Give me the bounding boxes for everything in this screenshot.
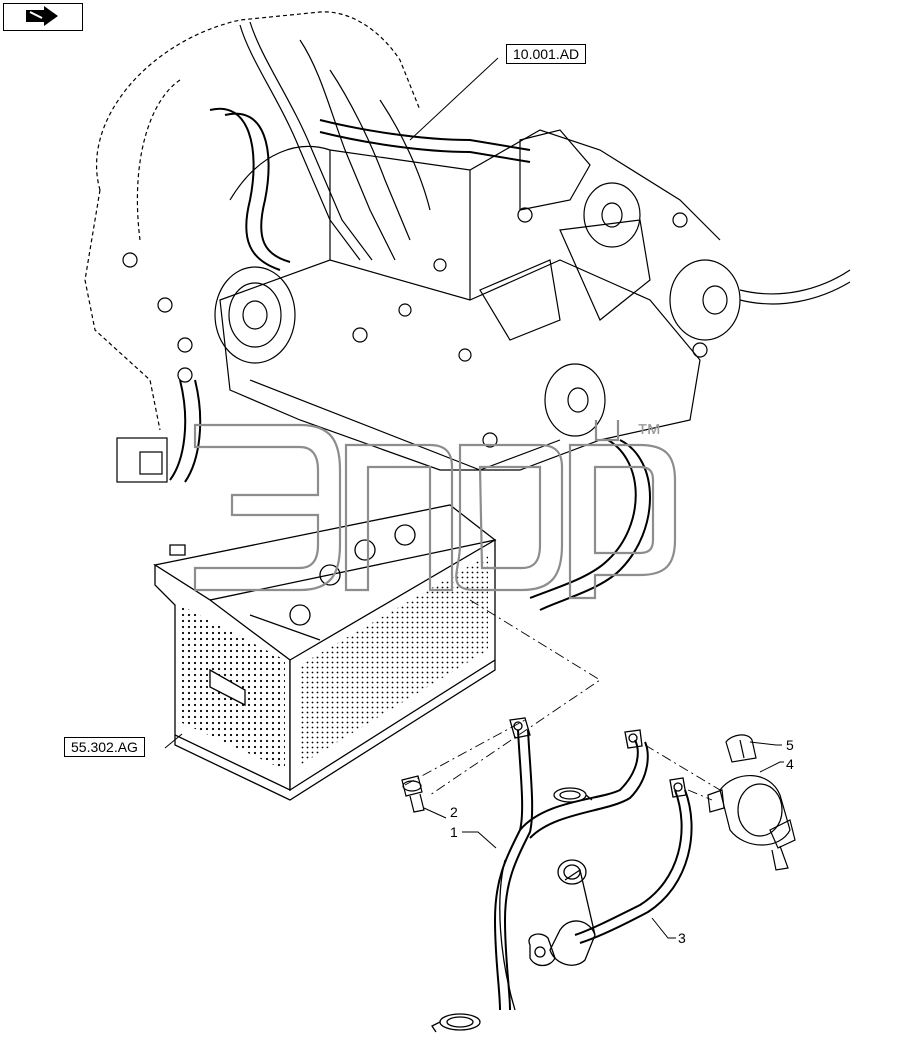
callout-3: 3 [678,930,686,946]
next-page-button[interactable] [3,3,83,31]
battery-cables [404,599,721,1033]
reference-engine-section[interactable]: 10.001.AD [506,44,587,64]
leader-lines [164,57,784,939]
battery [153,504,497,801]
next-page-arrow-icon [26,6,58,26]
watermark-logo [193,420,677,600]
bolt-part [401,775,425,813]
callout-5: 5 [786,737,794,753]
reference-battery-section[interactable]: 55.302.AG [64,737,145,757]
engine-assembly [84,11,851,611]
watermark-trademark: ™ [636,418,662,448]
callout-4: 4 [786,756,794,772]
disconnect-switch [707,734,796,871]
callout-2: 2 [450,804,458,820]
callout-1: 1 [450,824,458,840]
